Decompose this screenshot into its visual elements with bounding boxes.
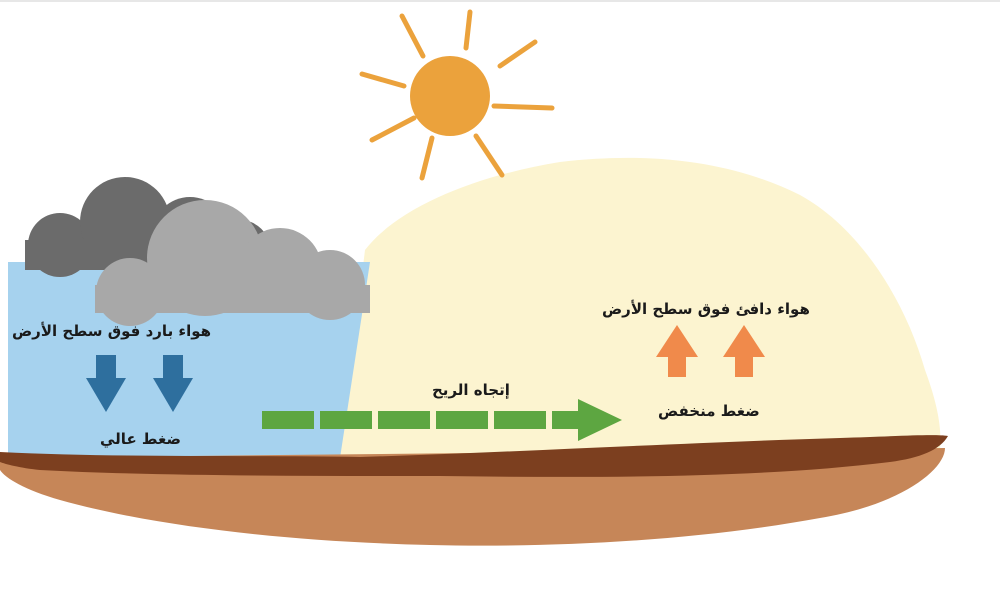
cold-air-label: هواء بارد فوق سطح الأرض	[12, 322, 212, 340]
warm-air-label: هواء دافئ فوق سطح الأرض	[602, 300, 810, 318]
rising-air-arrow-1	[656, 325, 698, 377]
ground-surface	[0, 435, 948, 477]
sun-icon	[359, 9, 555, 181]
warm-air-zone	[340, 157, 941, 455]
wind-direction-label: إتجاه الريح	[432, 381, 510, 399]
rising-air-arrow-2	[723, 325, 765, 377]
wind-direction-arrow	[262, 399, 622, 441]
sinking-air-arrow-2	[153, 355, 193, 412]
light-cloud	[95, 200, 370, 326]
sinking-air-arrow-1	[86, 355, 126, 412]
low-pressure-label: ضغط منخفض	[658, 402, 760, 420]
high-pressure-label: ضغط عالي	[100, 430, 181, 448]
